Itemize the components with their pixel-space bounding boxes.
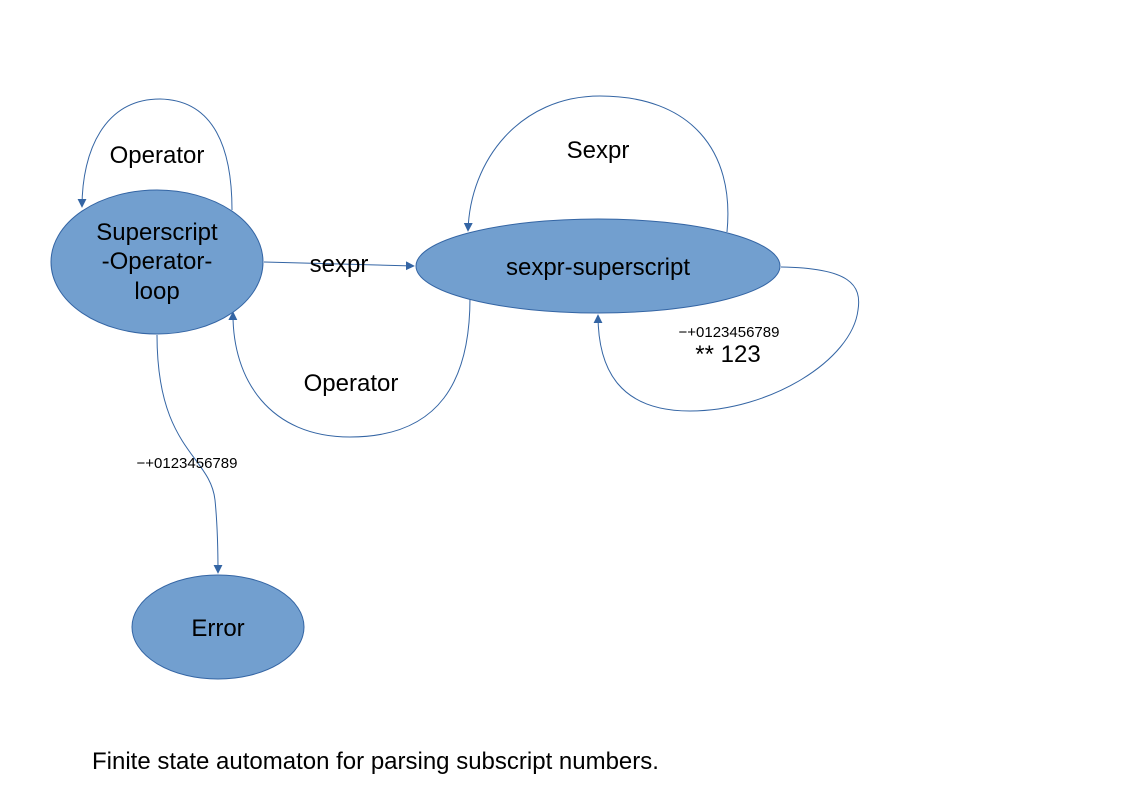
edge-loop-to-error	[156, 334, 223, 574]
state-node	[415, 218, 781, 314]
state-label-line-1: Superscript	[96, 219, 218, 246]
state-superscript-operator-loop[interactable]: Superscript -Operator- loop	[50, 189, 264, 335]
state-label: Error	[191, 615, 244, 642]
edge-label-loop-to-error: −+0123456789	[137, 455, 238, 472]
edge-sexpr-to-loop	[228, 297, 471, 438]
state-label-line-3: loop	[134, 278, 179, 305]
edge-sexpr-self-top	[463, 95, 729, 233]
state-label-line-2: -Operator-	[102, 248, 213, 275]
state-error[interactable]: Error	[131, 574, 305, 680]
edge-sexpr-self-right	[593, 266, 860, 412]
edge-loop-to-sexpr	[263, 261, 415, 271]
edge-loop-self	[77, 98, 233, 211]
state-sexpr-superscript[interactable]: sexpr-superscript	[415, 218, 781, 314]
state-node	[50, 189, 264, 335]
state-node	[131, 574, 305, 680]
edge-label-loop-to-sexpr: sexpr	[310, 251, 369, 278]
edge-label-loop-self: Operator	[110, 142, 205, 169]
edge-label-sexpr-self-right-line-1: −+0123456789	[679, 324, 780, 341]
state-label: sexpr-superscript	[506, 254, 690, 281]
edge-label-sexpr-self-right-line-2: ** 123	[695, 341, 760, 368]
edge-label-sexpr-self-top: Sexpr	[567, 137, 630, 164]
edge-label-sexpr-to-loop: Operator	[304, 370, 399, 397]
figure-caption: Finite state automaton for parsing subsc…	[92, 748, 659, 775]
